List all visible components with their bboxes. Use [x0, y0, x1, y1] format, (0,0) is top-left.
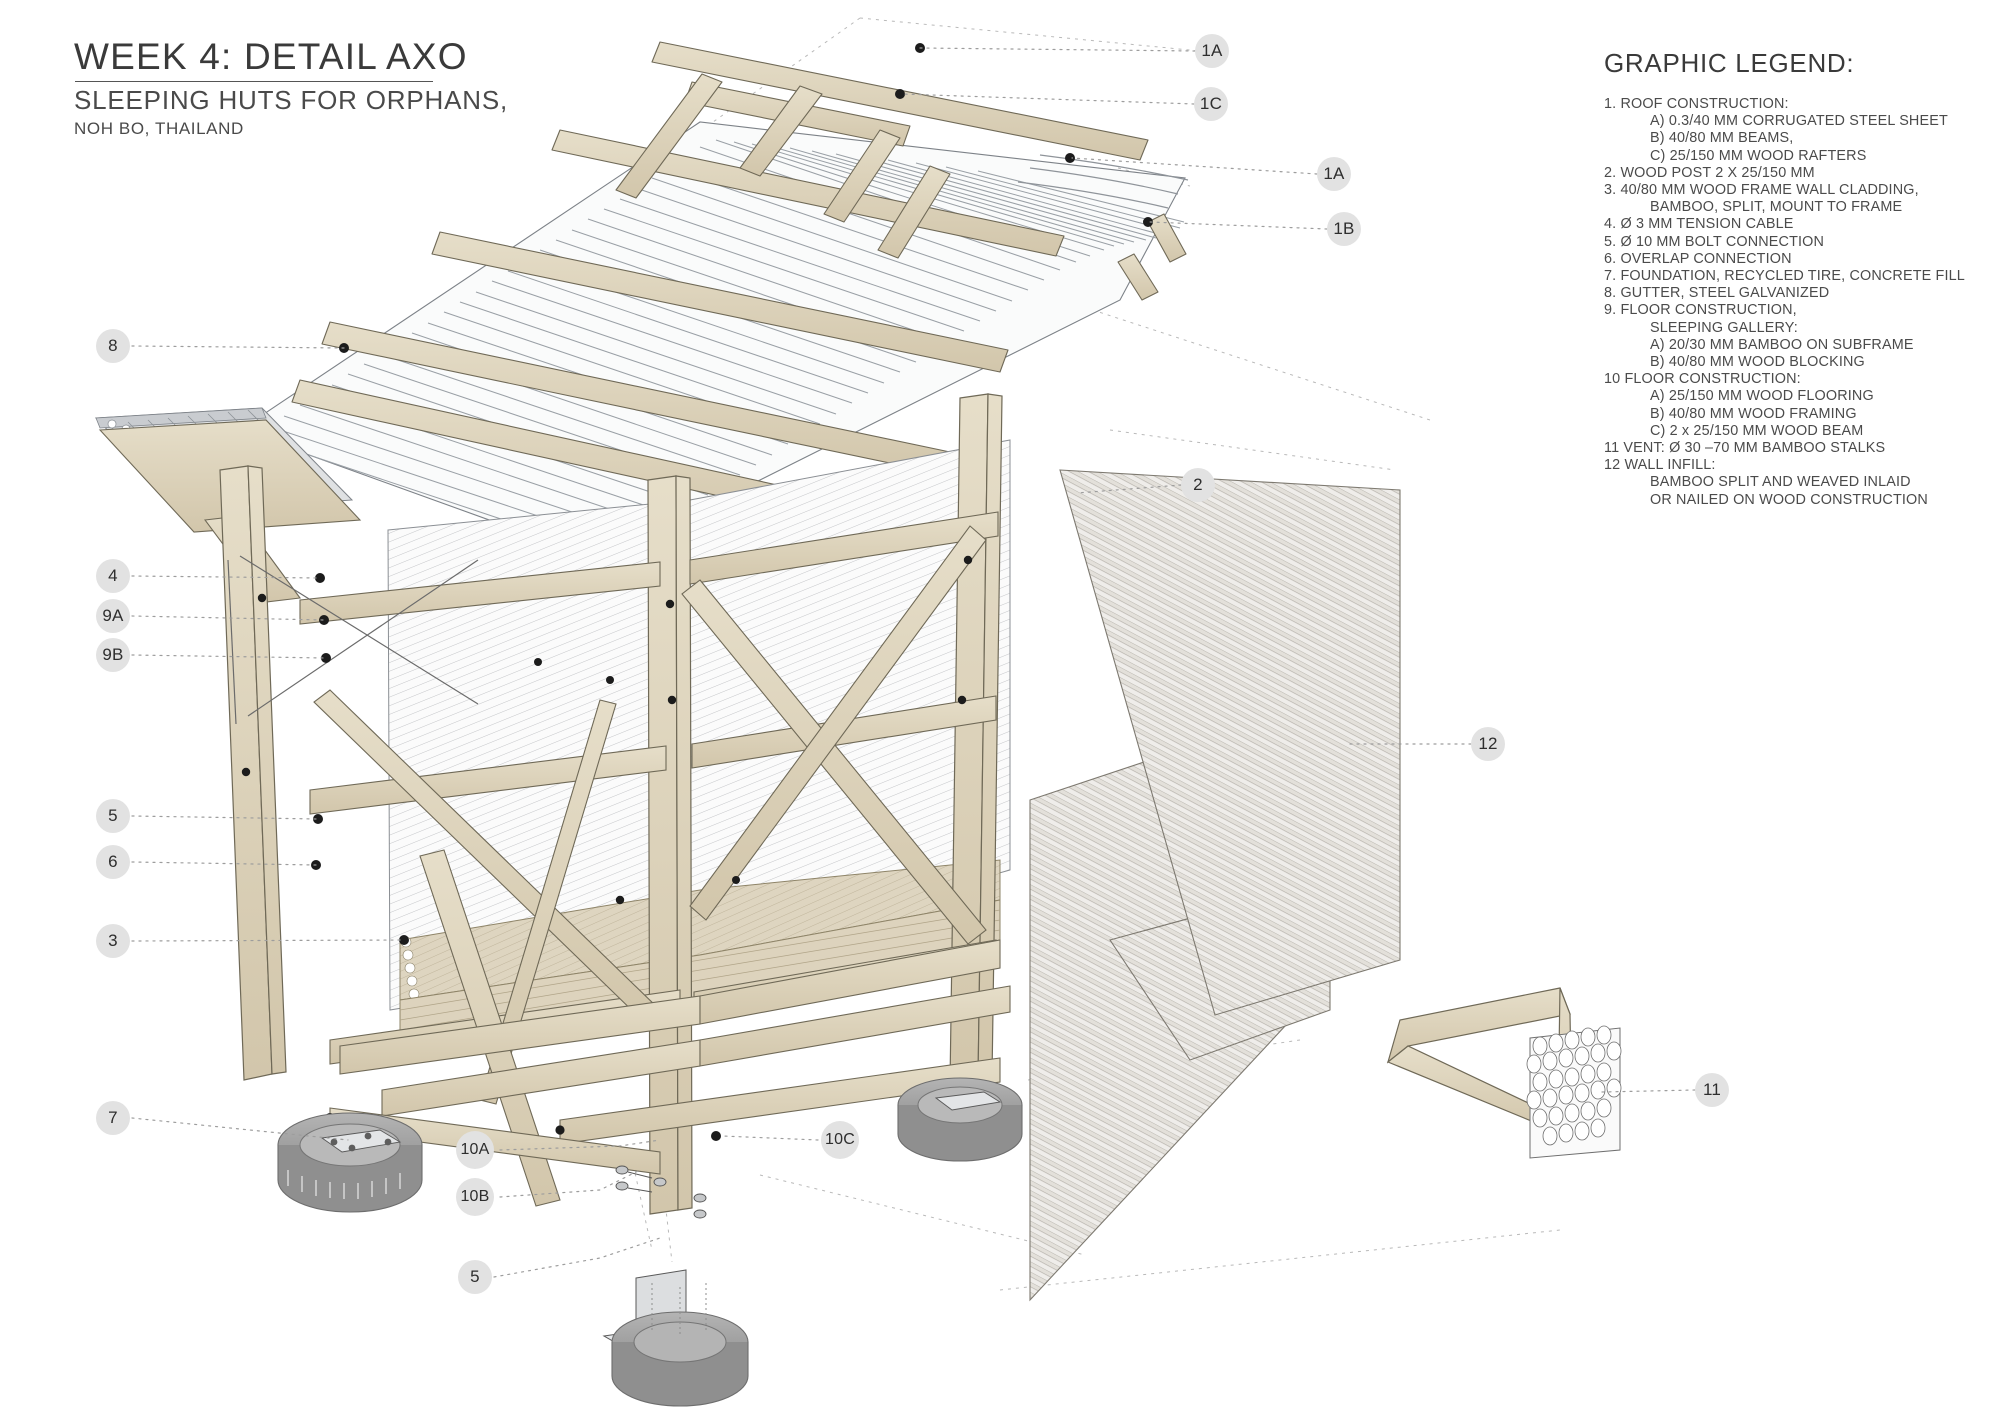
- callout-bubble-2[interactable]: 2: [1181, 468, 1215, 502]
- subtitle-location: NOH BO, THAILAND: [74, 118, 244, 138]
- legend-item: 12 WALL INFILL:: [1604, 457, 1716, 474]
- callout-bubble-8[interactable]: 8: [96, 329, 130, 363]
- wall-infill-panels: [1029, 469, 1401, 1302]
- legend-item: A) 25/150 MM WOOD FLOORING: [1650, 388, 1874, 405]
- hut-assembly: [94, 41, 1622, 1407]
- legend-item: 4. Ø 3 MM TENSION CABLE: [1604, 216, 1794, 233]
- callout-bubble-5[interactable]: 5: [458, 1260, 492, 1294]
- legend-item: B) 40/80 MM BEAMS,: [1650, 130, 1794, 147]
- legend-item: 10 FLOOR CONSTRUCTION:: [1604, 371, 1801, 388]
- callout-bubble-7[interactable]: 7: [96, 1101, 130, 1135]
- legend-item: 2. WOOD POST 2 X 25/150 MM: [1604, 164, 1815, 181]
- legend-item: 3. 40/80 MM WOOD FRAME WALL CLADDING,: [1604, 182, 1919, 199]
- callout-bubble-10b[interactable]: 10B: [456, 1178, 494, 1216]
- legend-item: A) 0.3/40 MM CORRUGATED STEEL SHEET: [1650, 113, 1948, 130]
- callout-bubble-1b[interactable]: 1B: [1327, 212, 1361, 246]
- floor-framing-beams: [329, 939, 1011, 1175]
- tire-foundation-exploded: [611, 1282, 749, 1407]
- callout-bubble-3[interactable]: 3: [96, 924, 130, 958]
- callout-bubble-9b[interactable]: 9B: [96, 638, 130, 672]
- legend-item: 9. FLOOR CONSTRUCTION,: [1604, 302, 1797, 319]
- legend-list: 1. ROOF CONSTRUCTION:A) 0.3/40 MM CORRUG…: [1604, 96, 1984, 509]
- legend-item: 1. ROOF CONSTRUCTION:: [1604, 96, 1789, 112]
- legend-item: 8. GUTTER, STEEL GALVANIZED: [1604, 285, 1830, 302]
- callout-bubble-6[interactable]: 6: [96, 845, 130, 879]
- legend-item: BAMBOO, SPLIT, MOUNT TO FRAME: [1650, 199, 1903, 216]
- tension-cables: [227, 555, 479, 725]
- legend-item: 6. OVERLAP CONNECTION: [1604, 250, 1792, 267]
- callout-bubble-10a[interactable]: 10A: [456, 1131, 494, 1169]
- legend-item: B) 40/80 MM WOOD FRAMING: [1650, 405, 1857, 422]
- legend-item: OR NAILED ON WOOD CONSTRUCTION: [1650, 491, 1928, 508]
- callout-bubble-12[interactable]: 12: [1471, 727, 1505, 761]
- callout-bubble-9a[interactable]: 9A: [96, 599, 130, 633]
- callout-bubble-4[interactable]: 4: [96, 559, 130, 593]
- callout-leader-lines: [131, 47, 1696, 1278]
- legend-heading: GRAPHIC LEGEND:: [1604, 48, 1855, 78]
- roof-rafters-and-beams: [291, 41, 1187, 535]
- page-title: WEEK 4: DETAIL AXO: [74, 36, 468, 77]
- legend-item: BAMBOO SPLIT AND WEAVED INLAID: [1650, 474, 1911, 491]
- callout-bubble-10c[interactable]: 10C: [821, 1121, 859, 1159]
- callout-bubble-1a[interactable]: 1A: [1195, 34, 1229, 68]
- callout-bubble-1c[interactable]: 1C: [1194, 87, 1228, 121]
- callout-bubble-5[interactable]: 5: [96, 799, 130, 833]
- title-block: WEEK 4: DETAIL AXO SLEEPING HUTS FOR ORP…: [74, 36, 508, 139]
- bolt-connections: [241, 43, 1605, 1143]
- legend-item: B) 40/80 MM WOOD BLOCKING: [1650, 354, 1865, 371]
- legend-item: C) 25/150 MM WOOD RAFTERS: [1650, 147, 1867, 164]
- legend-item: C) 2 x 25/150 MM WOOD BEAM: [1650, 422, 1864, 439]
- graphic-legend: GRAPHIC LEGEND: 1. ROOF CONSTRUCTION:A) …: [1604, 48, 1984, 509]
- title-underline: [75, 80, 433, 83]
- callout-bubble-11[interactable]: 11: [1695, 1073, 1729, 1107]
- callout-bubble-1a[interactable]: 1A: [1317, 157, 1351, 191]
- subtitle: SLEEPING HUTS FOR ORPHANS,: [74, 85, 508, 116]
- tire-foundation-left: [277, 1112, 423, 1213]
- tire-foundation-right: [897, 1077, 1023, 1162]
- legend-item: 11 VENT: Ø 30 –70 MM BAMBOO STALKS: [1604, 440, 1886, 457]
- legend-item: 7. FOUNDATION, RECYCLED TIRE, CONCRETE F…: [1604, 268, 1965, 285]
- legend-item: SLEEPING GALLERY:: [1650, 319, 1798, 336]
- legend-item: 5. Ø 10 MM BOLT CONNECTION: [1604, 233, 1825, 250]
- bamboo-stalk-vent: [1526, 1025, 1622, 1159]
- legend-item: A) 20/30 MM BAMBOO ON SUBFRAME: [1650, 336, 1914, 353]
